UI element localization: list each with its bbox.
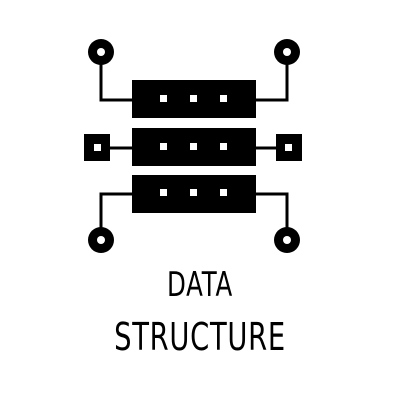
caption-line-2: STRUCTURE [114, 315, 286, 359]
connector-top-right [256, 52, 289, 102]
node-top-left [88, 39, 114, 65]
node-bottom-left [88, 227, 114, 253]
server-rack-bottom [132, 175, 256, 213]
connector-bottom-left [99, 192, 132, 240]
caption-line-1: DATA [167, 265, 233, 305]
connector-top-left [99, 52, 132, 102]
node-middle-right [276, 134, 302, 161]
connector-lines [99, 52, 289, 240]
connector-bottom-right [256, 192, 289, 240]
server-rack-middle [132, 128, 256, 166]
node-top-right [274, 39, 300, 65]
server-rack-top [132, 80, 256, 118]
node-middle-left [84, 134, 110, 161]
node-bottom-right [274, 227, 300, 253]
